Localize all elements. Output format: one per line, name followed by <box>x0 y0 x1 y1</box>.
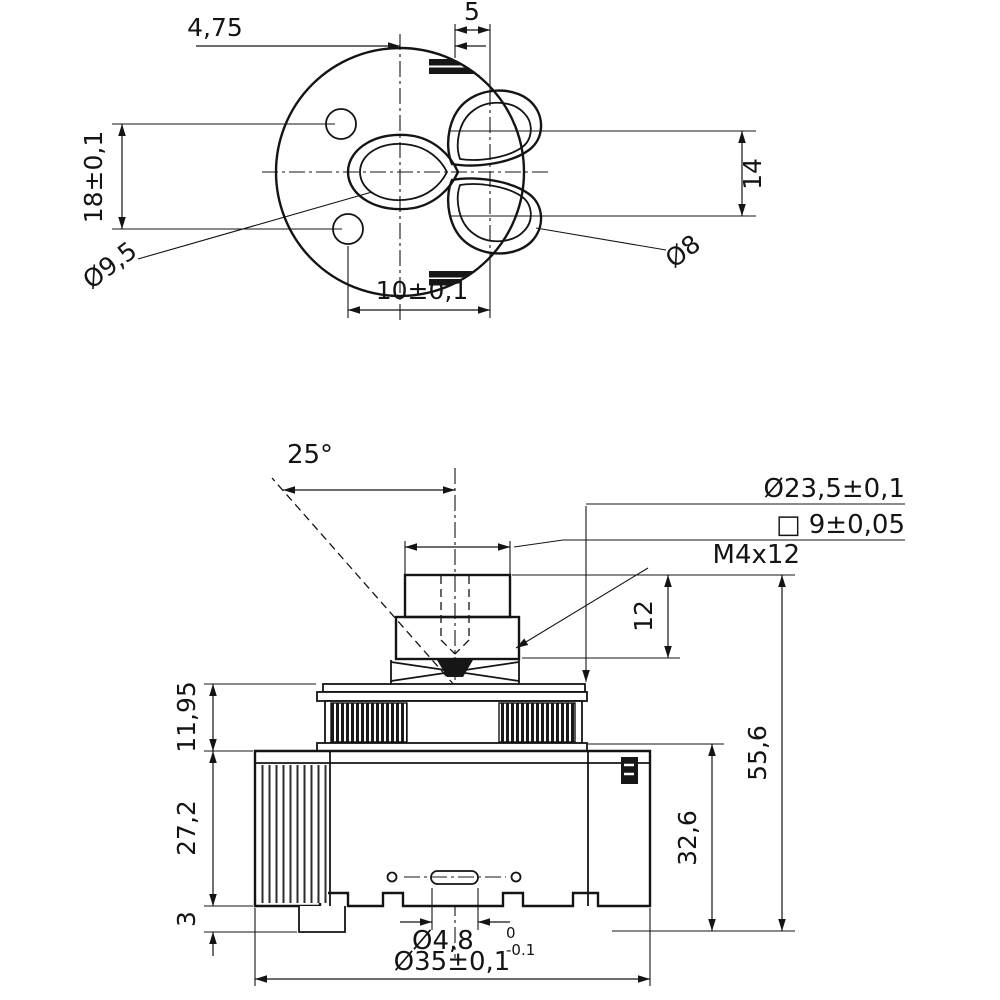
dim-label-5: 5 <box>464 0 480 26</box>
top-view: 5 4,75 18±0,1 14 10±0,1 Ø9,5 Ø8 <box>77 0 767 320</box>
dim-label-square-9: □ 9±0,05 <box>776 510 905 540</box>
tapped-hole-point <box>454 639 470 655</box>
pin-hole-right <box>510 871 522 883</box>
bottom-foot <box>298 906 346 933</box>
spline-section <box>257 765 328 903</box>
dim-label-4-8-tol-upper: 0 <box>506 924 516 942</box>
angle-reference-line <box>271 477 456 687</box>
dim-label-18: 18±0,1 <box>79 131 108 224</box>
dim-label-27-2: 27,2 <box>172 800 201 856</box>
lower-right-port-outer <box>446 177 543 255</box>
side-view: 25° <box>172 440 905 986</box>
dim-label-11-95: 11,95 <box>172 681 201 753</box>
rib-block-left <box>330 702 408 743</box>
lower-right-port-inner <box>456 183 532 243</box>
brand-mark <box>621 757 638 784</box>
left-port-inner <box>359 143 449 201</box>
top-tab-bar <box>429 59 479 66</box>
upper-right-port-outer <box>446 89 543 167</box>
dim-label-14: 14 <box>738 158 767 190</box>
leader-dia-9-5 <box>137 191 373 260</box>
dim-label-m4x12: M4x12 <box>713 540 800 570</box>
top-tab-bar <box>429 67 479 74</box>
pin-hole-left <box>386 871 398 883</box>
dim-label-dia-23-5: Ø23,5±0,1 <box>764 474 906 504</box>
dim-label-4-8-tol-lower: -0.1 <box>506 941 535 959</box>
dim-label-25deg: 25° <box>287 440 333 470</box>
dim-label-12: 12 <box>629 600 658 632</box>
driver-wedge <box>437 660 473 677</box>
rib-block-right <box>498 702 576 743</box>
leader-m4x12 <box>515 567 649 649</box>
stem-lower-block <box>394 615 521 661</box>
brand-mark-box <box>621 757 638 784</box>
dim-label-4-8: Ø4,8 <box>412 926 474 956</box>
dim-label-10: 10±0,1 <box>376 276 469 305</box>
dim-label-3: 3 <box>172 911 201 927</box>
dim-label-4-75: 4,75 <box>187 13 243 42</box>
flange-plate-lower <box>316 691 588 702</box>
bottom-tab-bar <box>429 279 479 286</box>
leader-dia-8 <box>535 227 667 251</box>
rim-tabs <box>429 59 479 286</box>
upper-right-port-inner <box>456 101 532 161</box>
dim-label-32-6: 32,6 <box>673 810 702 866</box>
stem-upper-block <box>403 573 512 619</box>
flange-plate-upper <box>322 683 586 693</box>
dim-label-dia-9-5: Ø9,5 <box>77 236 142 295</box>
leader-square-9-bend <box>513 539 564 548</box>
dim-label-55-6: 55,6 <box>743 725 772 781</box>
bottom-tab-bar <box>429 271 479 278</box>
tapped-hole-point <box>440 639 456 655</box>
dim-label-35: Ø35±0,1 <box>394 947 511 977</box>
dim-label-dia-8: Ø8 <box>660 229 706 274</box>
